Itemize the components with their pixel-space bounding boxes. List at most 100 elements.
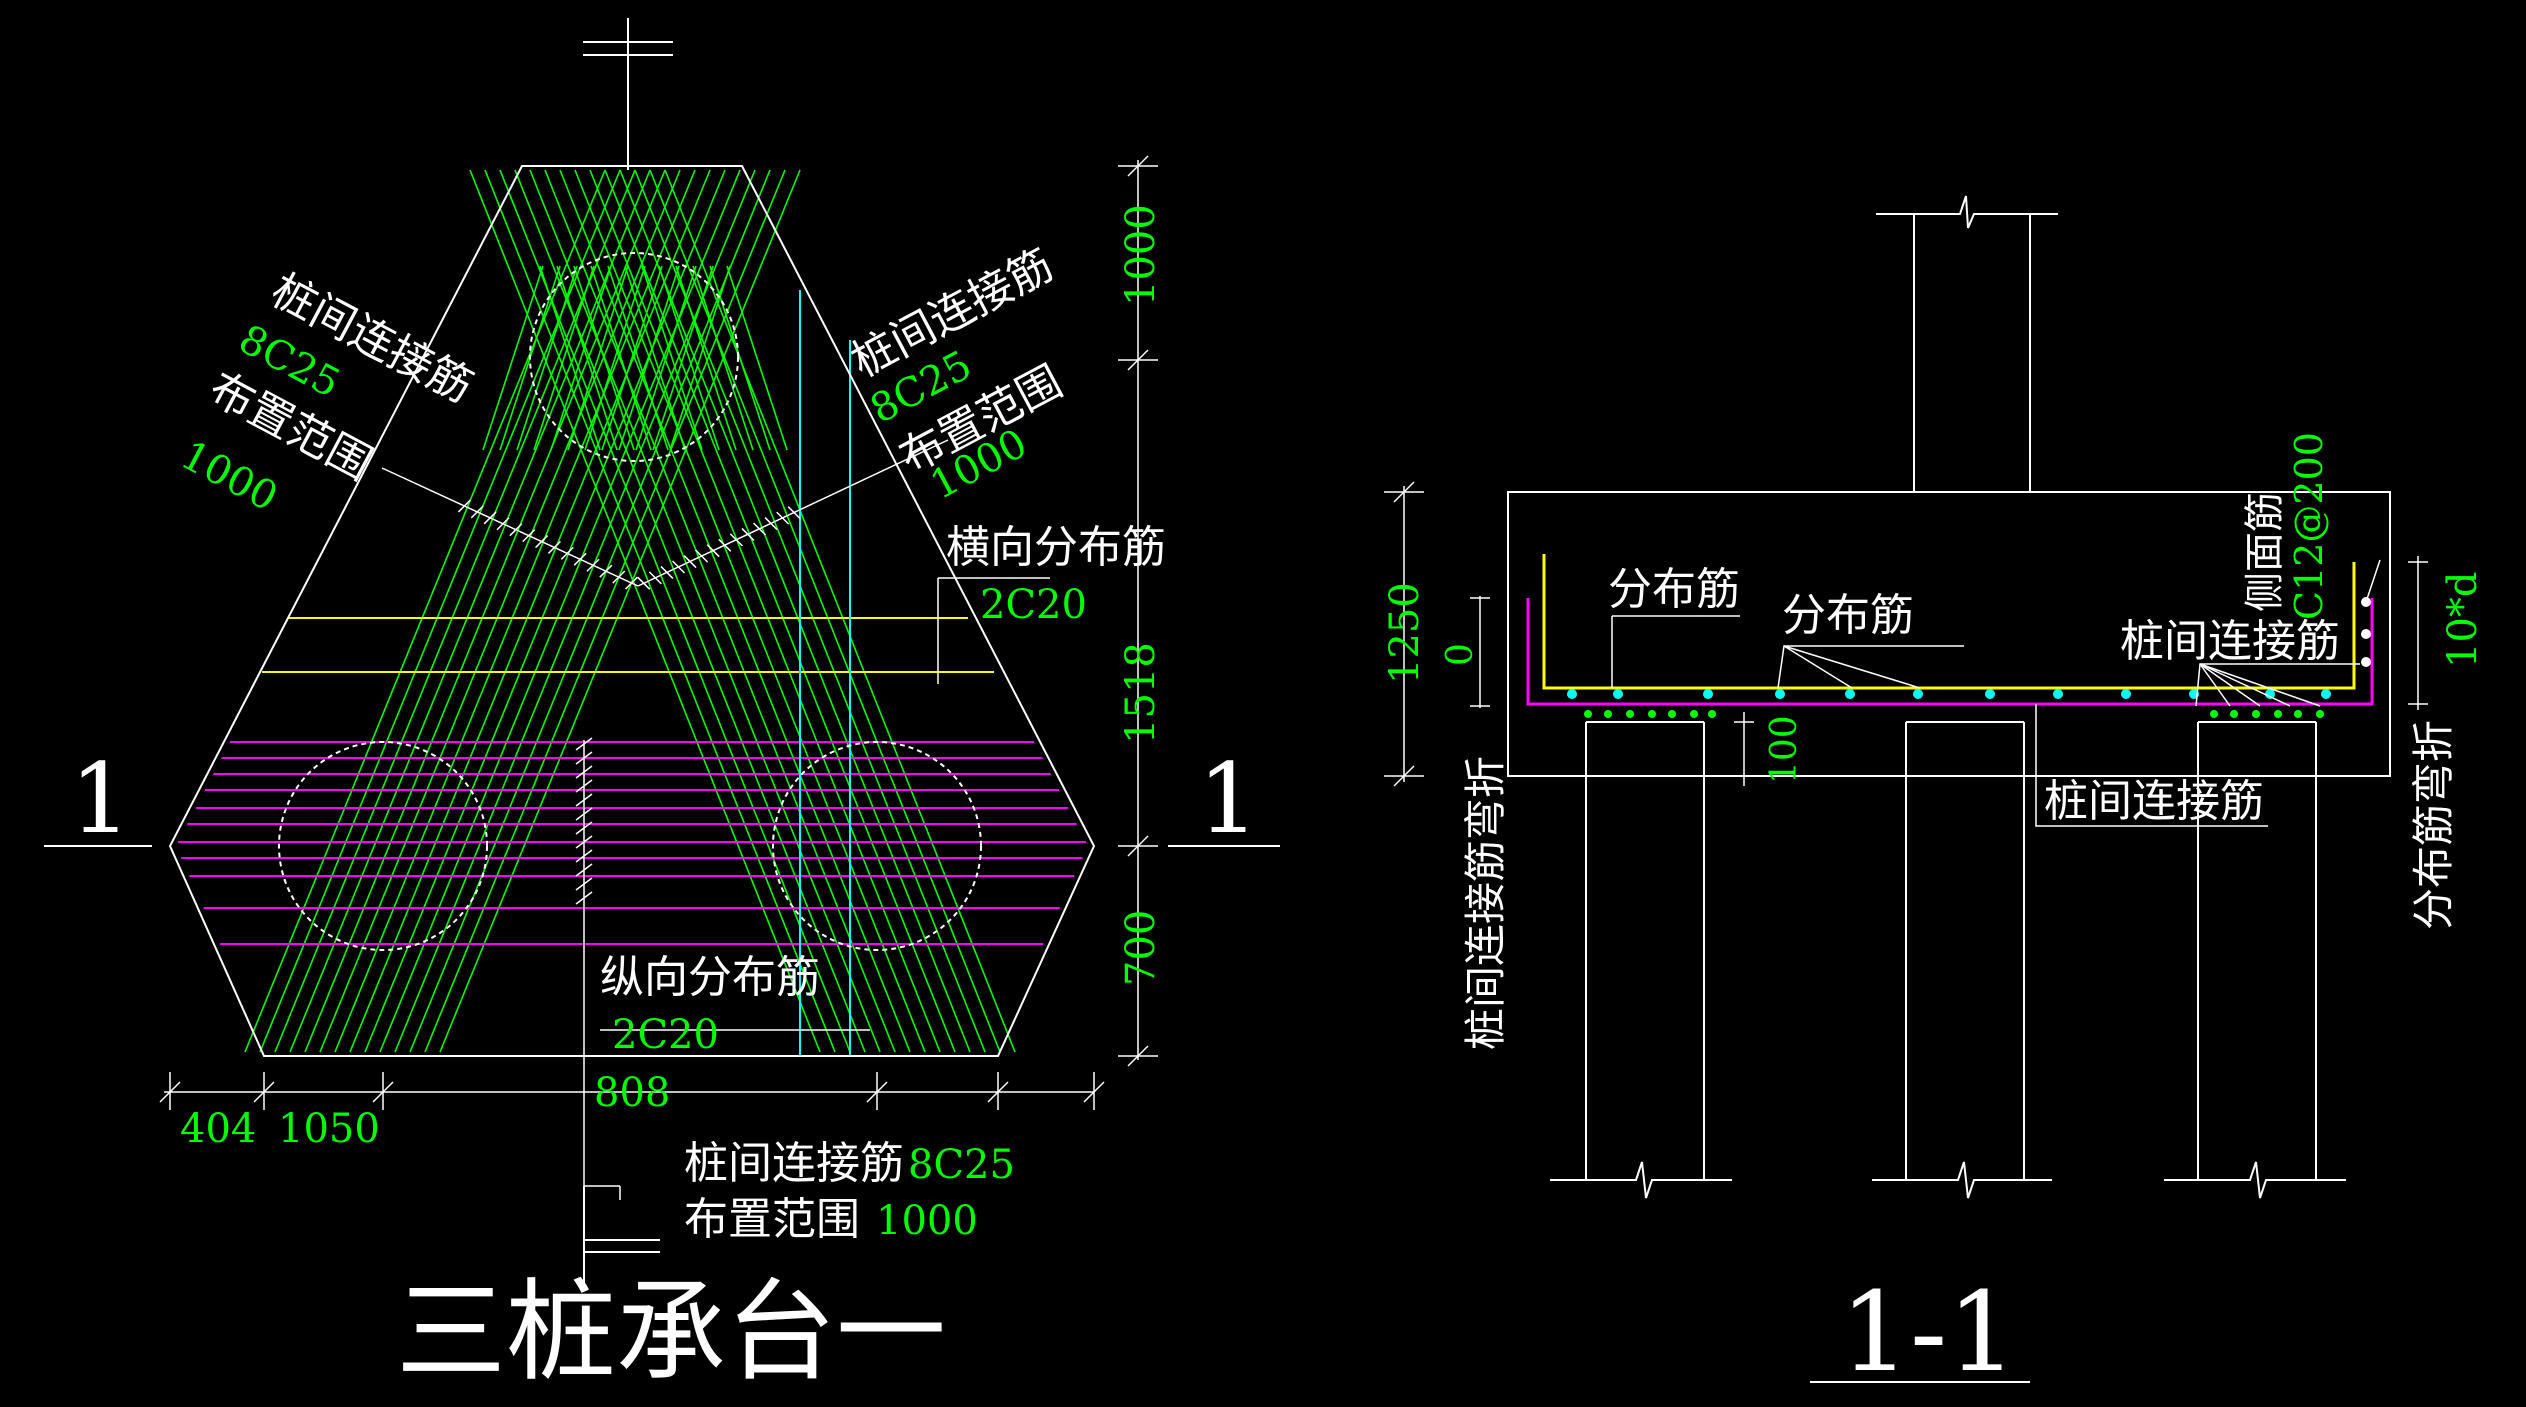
section-left-dimension: [1384, 481, 1754, 787]
dim-10d-group: 10*d: [2440, 571, 2486, 668]
tie-bar-lattice: [567, 265, 629, 451]
distribution-bar-dot: [2321, 689, 2331, 699]
label-side-bar: 侧面筋: [2242, 492, 2288, 612]
dist-bend-group: 分布筋弯折: [2409, 720, 2458, 930]
range-tick: [683, 555, 697, 569]
transverse-distribution-bars: [262, 617, 994, 673]
range-tick: [764, 517, 778, 531]
ann-bottom-range-label: 布置范围: [684, 1194, 860, 1245]
range-tick: [573, 552, 587, 566]
range-tick: [575, 891, 593, 905]
range-tick: [575, 751, 593, 765]
column-above: [1876, 195, 2058, 492]
tie-bar-lattice: [618, 265, 680, 451]
tie-bar-dot: [2210, 710, 2218, 718]
horizontal-dimension-line: [159, 1072, 1105, 1110]
tie-bar-dot: [2230, 710, 2238, 718]
tie-bar-lattice: [658, 265, 720, 451]
distribution-bar-dot: [1567, 689, 1577, 699]
tie-bar-band-b: [409, 169, 771, 1053]
longitudinal-distribution-bars: [799, 290, 851, 1056]
tie-bar-band-a: [544, 169, 896, 1053]
range-tick: [625, 576, 639, 590]
dim-horizontal-808: 808: [594, 1070, 670, 1116]
tie-bar-band-b: [304, 169, 666, 1053]
range-tick: [496, 517, 510, 531]
plan-title: 三桩承台一: [396, 1268, 946, 1396]
range-tick: [787, 506, 801, 520]
tie-bar-band-b: [364, 169, 726, 1053]
range-tick: [575, 849, 593, 863]
dim-0-group: 0: [1440, 643, 1481, 666]
ann-transverse-name: 横向分布筋: [946, 522, 1166, 573]
dim-v-2-group: 1518: [1118, 642, 1164, 744]
annotation-leaders: [584, 577, 1050, 1200]
label-dist-bar-2: 分布筋: [1782, 590, 1914, 641]
label-side-bar-spec: C12@200: [2287, 432, 2331, 620]
range-tick: [547, 540, 561, 554]
range-tick: [575, 807, 593, 821]
tie-bar-lattice: [556, 265, 618, 451]
tie-bar-band-a: [604, 169, 956, 1053]
tie-bar-lattice: [573, 265, 635, 451]
tie-bar-band-b: [244, 169, 606, 1053]
range-tick: [586, 558, 600, 572]
dim-vertical-1000: 1000: [1118, 204, 1164, 306]
pile-cap-plan-view: 1 1 桩间连接筋 8C25 布置范围 1000 桩间连接筋 8C25 布置范围…: [44, 18, 1280, 1396]
label-dist-bar-1: 分布筋: [1608, 564, 1740, 615]
tie-bar-band-b: [334, 169, 696, 1053]
tie-bar-dot: [1584, 710, 1592, 718]
tie-bar-lattice: [550, 265, 612, 451]
distribution-bar-dot: [1613, 689, 1623, 699]
dim-1250-group: 1250: [1382, 582, 1428, 684]
tie-bar-band-b: [349, 169, 711, 1053]
range-tick: [575, 793, 593, 807]
tie-bar-band-b: [379, 169, 741, 1053]
column-axis-marker-bottom: [583, 1186, 660, 1290]
tie-bar-lattice: [516, 265, 578, 451]
ann-bottom-name: 桩间连接筋: [684, 1138, 904, 1189]
pile-right: [772, 741, 982, 951]
side-bar-dots: [2361, 597, 2371, 667]
tie-bar-dot: [2274, 710, 2282, 718]
range-tick: [522, 529, 536, 543]
tie-bar-dot: [1690, 710, 1698, 718]
dim-zero: 0: [1440, 643, 1481, 666]
dim-bend-10d: 10*d: [2440, 571, 2486, 668]
tie-bar-lattice: [584, 265, 646, 451]
tie-bar-lattice: [482, 265, 544, 451]
range-tick: [575, 737, 593, 751]
tie-bar-lattice: [533, 265, 595, 451]
range-tick: [648, 571, 662, 585]
range-tick: [560, 546, 574, 560]
label-dist-bend: 分布筋弯折: [2409, 720, 2458, 930]
section-1-1-view: 1250 0 100 10*d 分布筋 分布筋 桩间连接筋 桩间连接筋 侧面筋 …: [1382, 195, 2486, 1396]
range-tick: [509, 523, 523, 537]
tie-bar-lattice: [652, 265, 714, 451]
ann-left-range: 1000: [173, 432, 284, 520]
label-tie-bar-bottom: 桩间连接筋: [2044, 776, 2264, 827]
distribution-bar-dot: [2121, 689, 2131, 699]
dim-horizontal-1050: 1050: [278, 1106, 380, 1152]
label-tie-bend: 桩间连接筋弯折: [1461, 756, 1510, 1050]
distribution-bar-dot: [1913, 689, 1923, 699]
distribution-bar-dot: [1845, 689, 1855, 699]
range-tick: [457, 499, 471, 513]
range-tick: [637, 576, 651, 590]
range-tick: [776, 511, 790, 525]
dim-cover-100: 100: [1764, 715, 1805, 784]
tie-bend-group: 桩间连接筋弯折: [1461, 756, 1510, 1050]
range-tick: [575, 765, 593, 779]
tie-bar-dot: [2294, 710, 2302, 718]
range-tick: [718, 538, 732, 552]
ann-transverse-spec: 2C20: [980, 582, 1087, 628]
tie-bar-dot: [1648, 710, 1656, 718]
dim-100-group: 100: [1764, 715, 1805, 784]
distribution-bar-dot: [2265, 689, 2275, 699]
range-tick: [612, 570, 626, 584]
section-right-dimension: [2408, 556, 2428, 710]
range-tick: [575, 863, 593, 877]
range-tick: [695, 549, 709, 563]
bottom-bars: [178, 741, 1086, 945]
distribution-bar-dot: [1985, 689, 1995, 699]
